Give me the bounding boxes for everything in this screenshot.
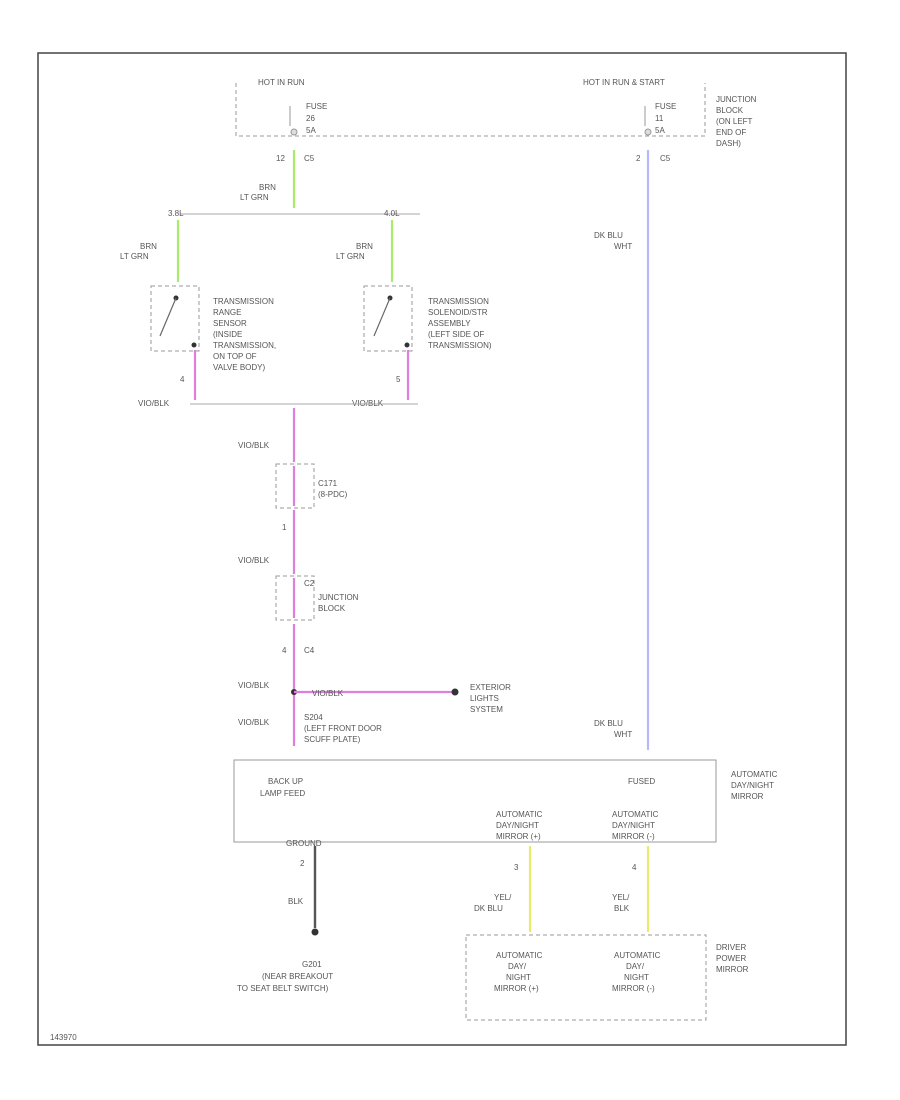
driver-mirror-minus-label: AUTOMATIC DAY/ NIGHT MIRROR (-)	[612, 951, 663, 993]
right-fuse-connector: C5	[660, 154, 671, 163]
right-supply-label: HOT IN RUN & START	[583, 78, 665, 87]
fuse-block-outline	[235, 83, 706, 137]
wire-label-vio-blk-4: VIO/BLK	[238, 556, 270, 565]
junction-block-conn-c2: C2	[304, 579, 315, 588]
right-fuse-amperage: 5A	[655, 126, 665, 135]
left-fuse-connector: C5	[304, 154, 315, 163]
left-fuse-amperage: 5A	[306, 126, 316, 135]
mirror-minus-pin: 4	[632, 863, 637, 872]
branch-left-tag: 3.8L	[168, 209, 184, 218]
diagram-code: 143970	[50, 1033, 77, 1042]
wire-label-vio-blk-6: VIO/BLK	[312, 689, 344, 698]
diagram-frame	[37, 52, 847, 1046]
left-fuse-number: 26	[306, 114, 315, 123]
mirror-plus-pin: 3	[514, 863, 519, 872]
right-fuse-label: FUSE	[655, 102, 676, 111]
wire-label-vio-blk-7: VIO/BLK	[238, 718, 270, 727]
junction-block-label: JUNCTION BLOCK (ON LEFT END OF DASH)	[716, 95, 759, 148]
exterior-lights-label: EXTERIOR LIGHTS SYSTEM	[470, 683, 513, 714]
auto-mirror-module-label: AUTOMATIC DAY/NIGHT MIRROR	[731, 770, 780, 801]
driver-mirror-outline	[465, 934, 707, 1021]
mirror-minus-pin-label: AUTOMATIC DAY/NIGHT MIRROR (-)	[612, 810, 661, 841]
solenoid-pin: 5	[396, 375, 401, 384]
left-fuse-label: FUSE	[306, 102, 327, 111]
junction-block-connector-outline	[275, 575, 315, 621]
exterior-lights-terminal-icon	[451, 688, 459, 696]
ground-pin: 2	[300, 859, 305, 868]
solenoid-switch-blade-icon	[373, 297, 391, 337]
solenoid-label: TRANSMISSION SOLENOID/STR ASSEMBLY (LEFT…	[428, 297, 492, 350]
junction-block-pin: 4	[282, 646, 287, 655]
fused-label: FUSED	[628, 777, 655, 786]
wire-label-brn-ltgrn-right: BRN LT GRN	[336, 242, 375, 261]
auto-mirror-module-box	[233, 759, 717, 843]
trs-pin: 4	[180, 375, 185, 384]
c171-label: C171 (8-PDC)	[318, 479, 348, 499]
wire-label-dk-blu-wht-bottom: DK BLU WHT	[594, 719, 632, 739]
right-fuse-pin: 2	[636, 154, 641, 163]
ground-location-label: G201 (NEAR BREAKOUT TO SEAT BELT SWITCH)	[237, 960, 335, 993]
c171-connector-outline	[275, 463, 315, 509]
wire-label-dk-blu-wht-top: DK BLU WHT	[594, 231, 632, 251]
ground-terminal-icon	[311, 928, 319, 936]
wire-label-brn-ltgrn-left: BRN LT GRN	[120, 242, 159, 261]
right-fuse-terminal-icon	[644, 128, 652, 136]
right-fuse-number: 11	[655, 114, 664, 123]
trs-switch-bottom-contact-icon	[191, 342, 197, 348]
left-fuse-terminal-icon	[290, 128, 298, 136]
junction-block-small-label: JUNCTION BLOCK	[318, 593, 361, 613]
backup-lamp-feed-label: BACK UP LAMP FEED	[260, 777, 305, 798]
wire-label-vio-blk-1: VIO/BLK	[138, 399, 170, 408]
mirror-plus-pin-label: AUTOMATIC DAY/NIGHT MIRROR (+)	[496, 810, 545, 841]
trs-label: TRANSMISSION RANGE SENSOR (INSIDE TRANSM…	[213, 297, 278, 372]
left-supply-label: HOT IN RUN	[258, 78, 305, 87]
solenoid-switch-outline	[363, 285, 413, 352]
c171-pin: 1	[282, 523, 287, 532]
driver-power-mirror-label: DRIVER POWER MIRROR	[716, 943, 749, 974]
s204-label: S204 (LEFT FRONT DOOR SCUFF PLATE)	[304, 713, 384, 744]
wire-label-blk: BLK	[288, 897, 304, 906]
wire-label-vio-blk-5: VIO/BLK	[238, 681, 270, 690]
branch-right-tag: 4.0L	[384, 209, 400, 218]
wire-label-vio-blk-3: VIO/BLK	[238, 441, 270, 450]
ground-pin-label: GROUND	[286, 839, 322, 848]
driver-mirror-plus-label: AUTOMATIC DAY/ NIGHT MIRROR (+)	[494, 951, 545, 993]
solenoid-switch-bottom-contact-icon	[404, 342, 410, 348]
wire-label-yel-dkblu: YEL/ DK BLU	[474, 893, 514, 913]
trs-switch-outline	[150, 285, 200, 352]
wire-label-yel-blk: YEL/ BLK	[612, 893, 632, 913]
junction-block-conn-c4: C4	[304, 646, 315, 655]
trs-switch-blade-icon	[159, 297, 177, 337]
left-fuse-pin: 12	[276, 154, 285, 163]
wire-label-brn-ltgrn-main: BRN LT GRN	[240, 183, 278, 202]
